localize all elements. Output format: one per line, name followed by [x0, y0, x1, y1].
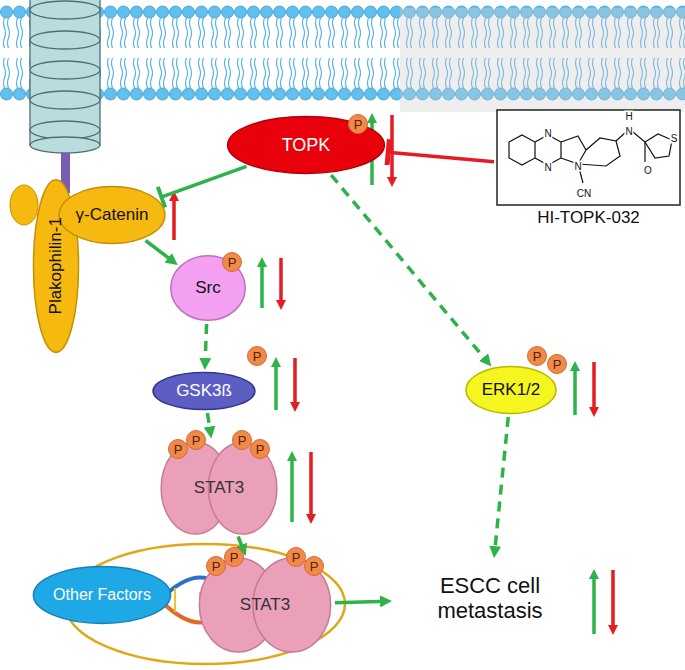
node-label: HI-TOPK-032: [537, 208, 640, 228]
activation-arrow: [331, 175, 489, 363]
factors-ellipse: Other Factors: [32, 566, 172, 624]
phospho-mark: P: [168, 439, 188, 459]
phospho-mark: P: [304, 556, 324, 576]
phospho-mark: P: [547, 354, 567, 374]
node-label: TOPK: [282, 135, 331, 156]
phospho-mark: P: [186, 430, 206, 450]
node-label: GSK3ß: [176, 381, 232, 401]
activation-arrow: [207, 413, 210, 435]
phospho-mark: P: [250, 439, 270, 459]
activation-arrow: [146, 241, 175, 263]
outcome-text: ESCC cell metastasis: [394, 560, 586, 636]
phospho-mark: P: [224, 547, 244, 567]
activation-arrow: [494, 417, 508, 554]
phospho-mark: P: [348, 114, 368, 134]
atom-label: N: [573, 161, 582, 172]
transmembrane-protein: [30, 0, 100, 153]
node-label: Src: [195, 278, 221, 298]
phospho-mark: P: [527, 346, 547, 366]
phospho-mark: P: [206, 556, 226, 576]
node-label: Other Factors: [53, 586, 151, 604]
gsk3b-ellipse: GSK3ß: [152, 372, 256, 410]
activation-arrow: [205, 324, 207, 366]
phospho-mark: P: [222, 252, 242, 272]
atom-label: H: [624, 111, 633, 122]
atom-label: N: [543, 128, 552, 139]
atom-label: CN: [576, 188, 592, 199]
node-label: STAT3: [194, 478, 244, 498]
node-label: γ-Catenin: [76, 205, 149, 225]
atom-label: S: [670, 133, 679, 144]
atom-label: N: [624, 126, 633, 137]
activation-arrow: [335, 601, 388, 603]
plakophilin-lobe: [10, 185, 38, 225]
atom-label: O: [643, 165, 653, 176]
inhibition-line: [161, 166, 247, 197]
node-label: STAT3: [240, 595, 290, 615]
phospho-mark: P: [286, 547, 306, 567]
phospho-mark: P: [247, 346, 267, 366]
change-arrows: [174, 115, 613, 634]
catenin-ellipse: γ-Catenin: [58, 186, 166, 244]
node-label: Plakophilin-1: [46, 217, 66, 314]
shaded-region: [400, 8, 685, 112]
erk-ellipse: ERK1/2: [465, 366, 557, 414]
inhibition-line: [388, 152, 494, 161]
molecule-frame: [497, 110, 680, 205]
atom-label: N: [543, 162, 552, 173]
node-label: ERK1/2: [482, 380, 541, 400]
node-label: ESCC cell metastasis: [394, 573, 586, 624]
phospho-mark: P: [232, 430, 252, 450]
